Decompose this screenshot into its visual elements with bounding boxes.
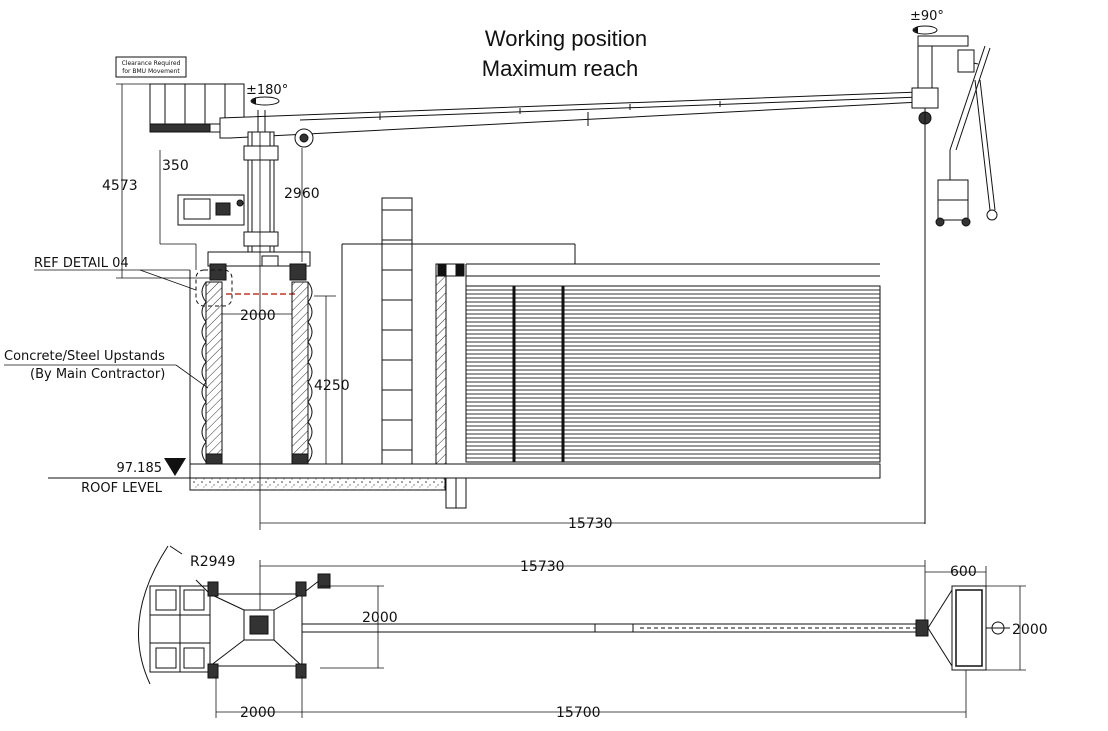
plan-cradle (927, 585, 1010, 671)
clearance-line-1: Clearance Required (122, 60, 181, 67)
dim-plan-track-length: 2000 (240, 705, 276, 721)
dim-reach: 15730 (568, 516, 613, 532)
roof-elevation: 97.185 (117, 461, 163, 476)
dim-radius: R2949 (190, 554, 235, 570)
dim-track-width: 2000 (240, 308, 276, 324)
plan-view: R2949 (137, 545, 1048, 721)
clearance-line-2: for BMU Movement (122, 68, 180, 75)
jib-boom (219, 91, 921, 148)
rotation-head-label: ±90° (910, 9, 944, 24)
ref-detail-marker (195, 269, 233, 307)
dim-upstand-height: 4250 (314, 378, 350, 394)
plan-counterweight (149, 585, 211, 673)
cradle (935, 150, 971, 227)
elevation-dimension-lines (4, 83, 925, 530)
access-ladder (381, 197, 413, 465)
dim-mast-to-jib: 2960 (284, 186, 320, 202)
cradle-arm (949, 45, 998, 221)
title-line-1: Working position (485, 26, 647, 51)
plan-base-frame (195, 573, 331, 679)
dim-plan-cradle-depth: 600 (950, 564, 977, 580)
upstands-label-2: (By Main Contractor) (30, 367, 165, 382)
rotation-mast-label: ±180° (246, 83, 288, 98)
plan-jib (302, 619, 929, 637)
dim-height-total: 4573 (102, 178, 138, 194)
roof-level-marker (164, 458, 186, 476)
clearance-note: Clearance Required for BMU Movement (115, 56, 187, 78)
jib-head (911, 25, 969, 524)
parapet (341, 243, 576, 509)
roof-level-label: ROOF LEVEL (81, 481, 163, 496)
slewing-radius-arc (137, 545, 169, 685)
facade-louvres (465, 263, 881, 463)
title-line-2: Maximum reach (482, 56, 638, 81)
upstands-label-1: Concrete/Steel Upstands (4, 349, 165, 364)
upstand-columns (201, 281, 313, 471)
control-cabinet (177, 194, 245, 226)
dim-plan-reach: 15730 (520, 559, 565, 575)
dim-plan-cradle-width: 2000 (1012, 622, 1048, 638)
mast (243, 110, 279, 253)
dim-offset: 350 (162, 158, 189, 174)
base-carriage (207, 251, 311, 281)
roof-slab (48, 270, 881, 491)
ref-detail-label: REF DETAIL 04 (34, 256, 129, 271)
plan-dimension-lines (215, 560, 1026, 718)
elevation-view: Clearance Required for BMU Movement (4, 9, 998, 532)
dim-plan-base-width: 2000 (362, 610, 398, 626)
dim-plan-jib-length: 15700 (556, 705, 601, 721)
rotation-arrow-mast (250, 96, 280, 106)
